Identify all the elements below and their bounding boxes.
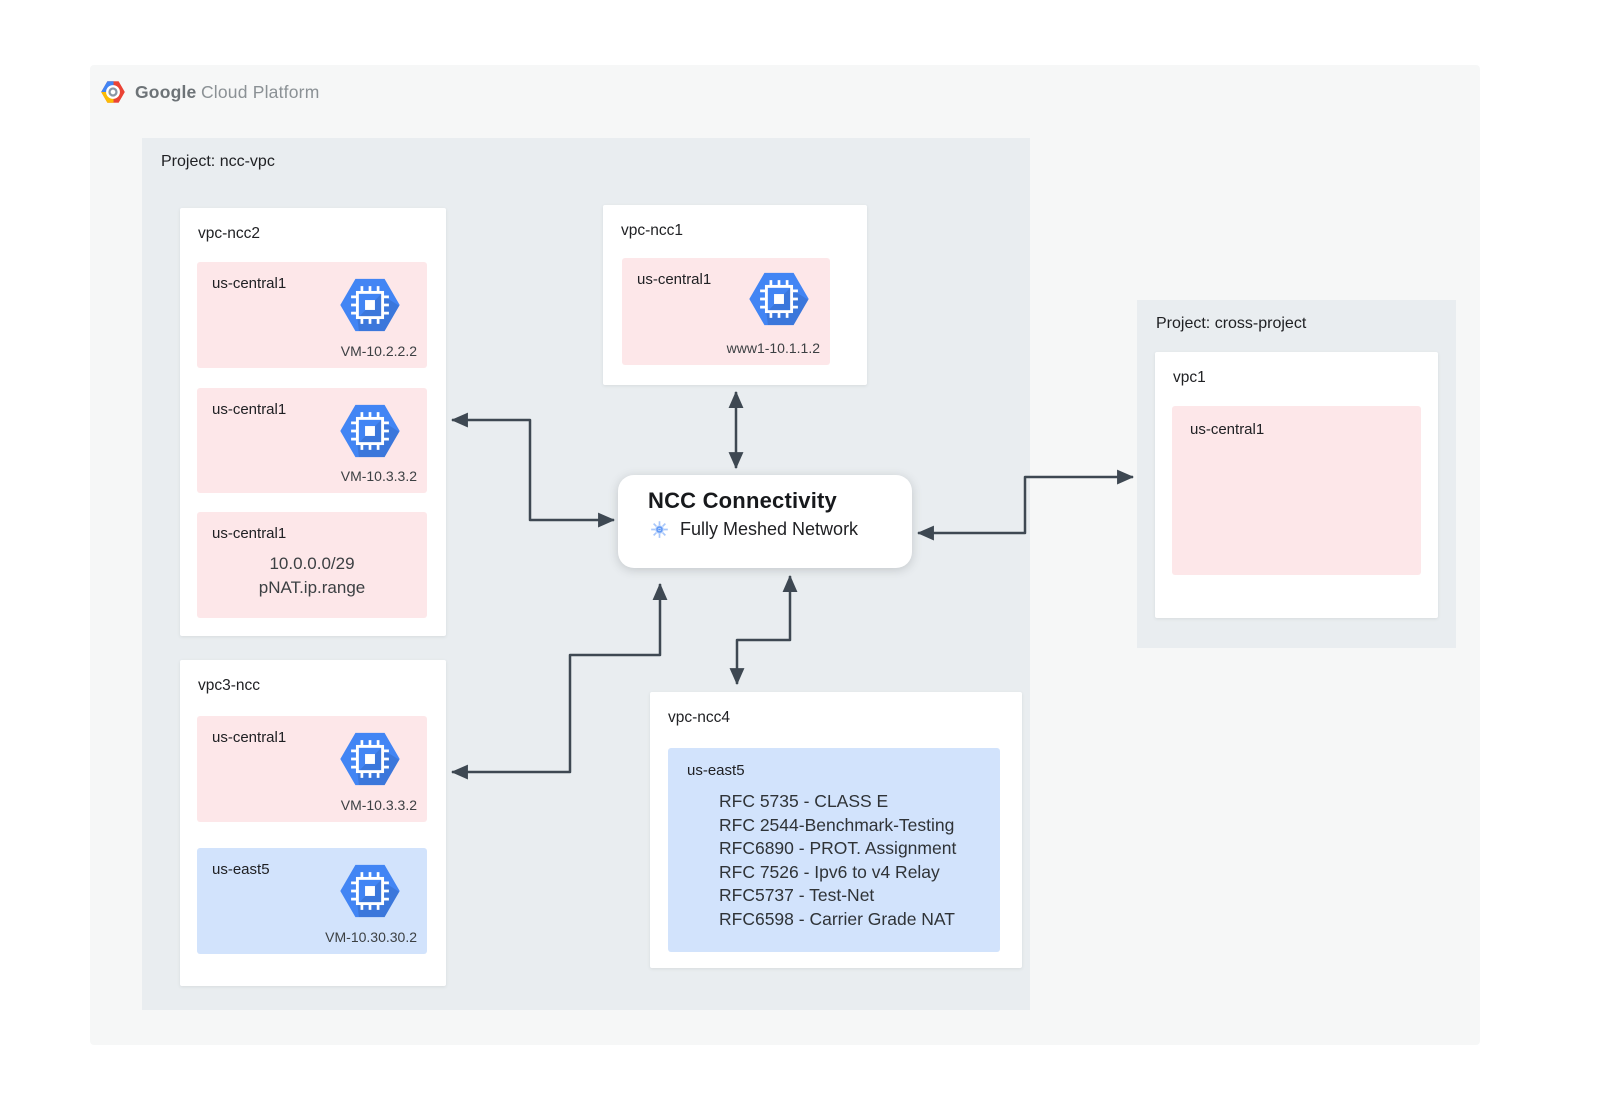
region-label: us-east5 — [212, 861, 270, 878]
vpc-ncc2-box: vpc-ncc2 us-central1 VM-10.2.2.2 us-cent… — [180, 208, 446, 636]
mesh-network-icon — [650, 520, 669, 539]
vpc-ncc4-region: us-east5 RFC 5735 - CLASS E RFC 2544-Ben… — [668, 748, 1000, 952]
compute-engine-icon — [339, 278, 401, 332]
rfc-item: RFC 5735 - CLASS E — [719, 791, 889, 811]
ncc-title: NCC Connectivity — [648, 488, 837, 513]
vpc-ncc4-title: vpc-ncc4 — [668, 709, 731, 726]
vpc1-box: vpc1 us-central1 — [1155, 352, 1438, 618]
pnat-label: pNAT.ip.range — [258, 578, 366, 597]
vpc-ncc2-title: vpc-ncc2 — [198, 225, 261, 242]
project-cross-project: Project: cross-project vpc1 us-central1 — [1137, 300, 1456, 648]
vm-label: VM-10.3.3.2 — [340, 797, 417, 813]
vm-label: VM-10.30.30.2 — [325, 929, 417, 945]
region-label: us-east5 — [687, 762, 745, 779]
compute-engine-icon — [339, 732, 401, 786]
vpc3-ncc-box: vpc3-ncc us-central1 VM-10.3.3.2 us-east… — [180, 660, 446, 986]
rfc-item: RFC5737 - Test-Net — [719, 885, 875, 905]
vpc-ncc2-region-3: us-central1 10.0.0.0/29 pNAT.ip.range — [197, 512, 427, 618]
project-cross-label: Project: cross-project — [1156, 315, 1307, 332]
region-label: us-central1 — [212, 729, 287, 746]
rfc-item: RFC6598 - Carrier Grade NAT — [719, 908, 955, 929]
pnat-range: 10.0.0.0/29 pNAT.ip.range — [197, 552, 427, 600]
vpc-ncc4-box: vpc-ncc4 us-east5 RFC 5735 - CLASS E RFC… — [650, 692, 1022, 968]
vpc3-ncc-region-1: us-central1 VM-10.3.3.2 — [197, 716, 427, 822]
region-label: us-central1 — [212, 275, 287, 292]
compute-engine-icon — [748, 272, 810, 326]
vm-label: VM-10.2.2.2 — [340, 343, 417, 359]
vm-label: VM-10.3.3.2 — [340, 468, 417, 484]
gcp-brand: Google Cloud Platform — [100, 79, 319, 105]
rfc-item: RFC6890 - PROT. Assignment — [719, 838, 957, 858]
region-label: us-central1 — [212, 525, 287, 542]
project-ncc-vpc-label: Project: ncc-vpc — [161, 153, 275, 170]
rfc-item: RFC 7526 - Ipv6 to v4 Relay — [719, 861, 940, 882]
region-label: us-central1 — [212, 401, 287, 418]
vpc1-region: us-central1 — [1172, 406, 1421, 575]
vpc-ncc2-region-1: us-central1 VM-10.2.2.2 — [197, 262, 427, 368]
brand-google: Google — [135, 81, 197, 102]
vpc-ncc1-title: vpc-ncc1 — [621, 222, 684, 239]
vpc-ncc2-region-2: us-central1 VM-10.3.3.2 — [197, 388, 427, 493]
region-label: us-central1 — [637, 271, 712, 288]
rfc-item: RFC 2544-Benchmark-Testing — [719, 814, 955, 835]
vpc-ncc1-region: us-central1 www1-10.1.1.2 — [622, 258, 830, 365]
gcp-logo-icon — [100, 79, 126, 105]
ncc-subtitle: Fully Meshed Network — [680, 519, 859, 539]
ncc-connectivity-hub: NCC Connectivity Fully Meshed Network — [618, 475, 912, 568]
vpc-ncc1-box: vpc-ncc1 us-central1 www1-10.1.1.2 — [603, 205, 867, 385]
vpc3-ncc-region-2: us-east5 VM-10.30.30.2 — [197, 848, 427, 954]
vpc1-title: vpc1 — [1173, 369, 1206, 386]
vpc3-ncc-title: vpc3-ncc — [198, 677, 261, 694]
pnat-cidr: 10.0.0.0/29 — [269, 554, 355, 573]
brand-cloud-platform: Cloud Platform — [200, 81, 320, 102]
compute-engine-icon — [339, 404, 401, 458]
rfc-list: RFC 5735 - CLASS E RFC 2544-Benchmark-Te… — [719, 790, 956, 931]
region-label: us-central1 — [1190, 421, 1265, 438]
vm-label: www1-10.1.1.2 — [726, 340, 820, 356]
compute-engine-icon — [339, 864, 401, 918]
